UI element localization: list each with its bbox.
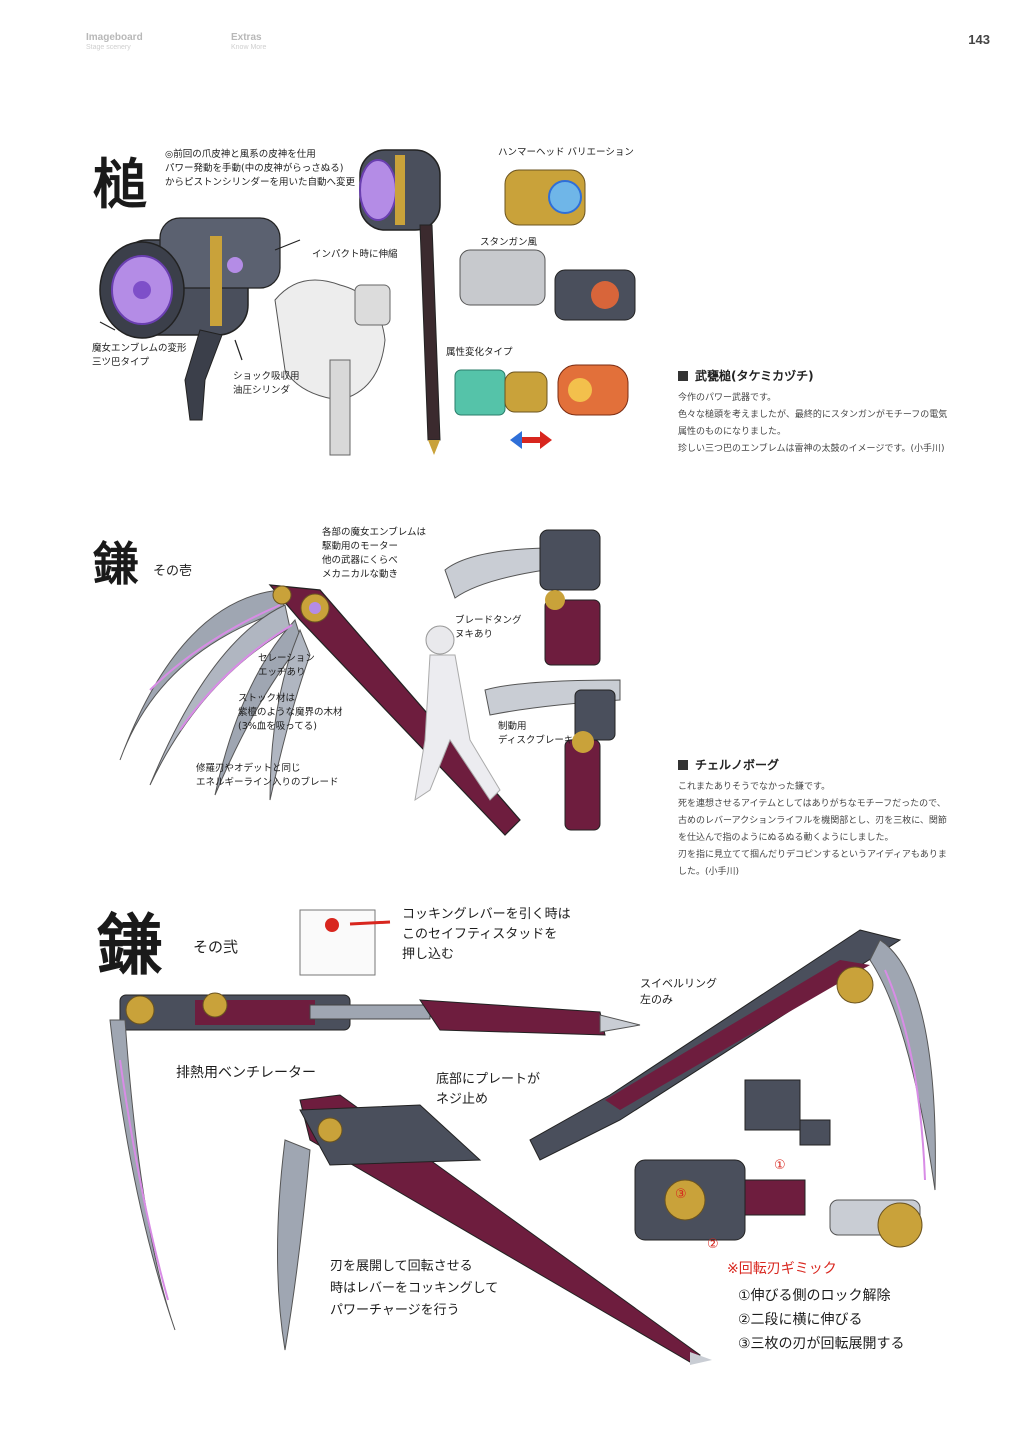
- figure-silhouette: [414, 625, 501, 802]
- header-section-extras: Extras Know More: [231, 32, 266, 52]
- annotation-stock: ストック材は 紫檀のような魔界の木材 (3%血を吸ってる): [238, 693, 343, 732]
- annotation-emblem: 魔女エンブレムの変形 三ツ巴タイプ: [92, 343, 187, 368]
- block-line: した。(小手川): [678, 867, 740, 877]
- annotation-charge: 刃を展開して回転させる 時はレバーをコッキングして パワーチャージを行う: [330, 1259, 499, 1318]
- hammer-main-art: [99, 217, 281, 421]
- hammer-sketch: [274, 279, 391, 456]
- scythe-two-diagonal: [529, 929, 936, 1191]
- scythe-one-detail-bottom: [484, 679, 621, 831]
- page-number: 143: [968, 32, 990, 47]
- annotation-shock: ショック吸収用 油圧シリンダ: [233, 371, 300, 396]
- block-line: これまたありそうでなかった鎌です。: [678, 782, 831, 792]
- header-title: Imageboard: [86, 32, 143, 43]
- gimmick-title: ※回転刃ギミック: [727, 1261, 837, 1277]
- annotation-brake: 制動用 ディスクブレーキ: [498, 721, 574, 746]
- block-title: 武甕槌(タケミカヅチ): [695, 369, 814, 383]
- block-title: チェルノボーグ: [695, 758, 780, 772]
- annotation-serration: セレーション エッヂあり: [258, 653, 315, 678]
- gimmick-step: ①伸びる側のロック解除: [738, 1288, 891, 1304]
- header-title: Extras: [231, 32, 262, 43]
- annotation-motor: 各部の魔女エンブレムは 駆動用のモーター 他の武器にくらべ メカニカルな動き: [322, 527, 427, 580]
- scythe-one-blades: [119, 589, 311, 801]
- header-section-imageboard: Imageboard Stage scenery: [86, 32, 143, 52]
- annotation-plate: 底部にプレートが ネジ止め: [436, 1072, 541, 1107]
- scythe-one-body: [268, 584, 521, 836]
- scythe-two-lower: [277, 1094, 712, 1365]
- bullet-square: [678, 759, 688, 770]
- block-line: 今作のパワー武器です。: [678, 393, 777, 403]
- block-line: 死を連想させるアイテムとしてはありがちなモチーフだったので、: [678, 799, 946, 809]
- text-block-chernobog: チェルノボーグ これまたありそうでなかった鎌です。 死を連想させるアイテムとして…: [678, 756, 978, 881]
- annotation-energy: 修羅刃やオデットと同じ エネルギーライン入りのブレード: [196, 763, 339, 788]
- scythe-one-detail-top: [444, 529, 601, 666]
- block-line: 古めのレバーアクションライフルを機関部とし、刃を三枚に、関節: [678, 816, 947, 826]
- gimmick-step: ③三枚の刃が回転展開する: [738, 1336, 905, 1352]
- section-kanji-scythe-two: 鎌: [97, 906, 163, 984]
- hammer-full-length-art: [359, 149, 441, 455]
- section-kanji-hammer: 槌: [93, 152, 147, 216]
- hammer-head-variations: [454, 169, 636, 449]
- header-subtitle: Know More: [231, 44, 267, 51]
- annotation-impact: インパクト時に伸縮: [312, 249, 398, 260]
- annotation-cocking: コッキングレバーを引く時は このセイフティスタッドを 押し込む: [402, 907, 571, 962]
- annotation-attribute: 属性変化タイプ: [446, 347, 513, 358]
- section-subtitle: その弐: [193, 938, 239, 956]
- block-line: 珍しい三つ巴のエンブレムは雷神の太鼓のイメージです。(小手川): [678, 444, 945, 454]
- scythe-two-safety-detail: [299, 909, 391, 976]
- header-subtitle: Stage scenery: [86, 44, 131, 51]
- annotation-blade-tang: ブレードタング ヌキあり: [455, 615, 522, 640]
- scythe-two-horizontal: [109, 992, 641, 1331]
- block-line: を仕込んで指のようにぬるぬる動くようにしました。: [678, 833, 894, 843]
- gimmick-marker-2: ②: [707, 1237, 719, 1252]
- gimmick-detail-art: [634, 1079, 923, 1248]
- annotation-ventilator: 排熱用ベンチレーター: [176, 1065, 316, 1081]
- annotation-hammer-variation: ハンマーヘッド バリエーション: [498, 147, 634, 158]
- text-block-takemikazuchi: 武甕槌(タケミカヅチ) 今作のパワー武器です。 色々な槌頭を考えましたが、最終的…: [678, 367, 978, 458]
- bullet-square: [678, 370, 688, 381]
- block-line: 刃を指に見立てて掴んだりデコピンするというアイディアもありま: [678, 850, 947, 860]
- section-kanji-scythe-one: 鎌: [93, 537, 139, 591]
- block-line: 属性のものになりました。: [678, 427, 787, 437]
- gimmick-marker-1: ①: [774, 1158, 786, 1173]
- gimmick-step: ②二段に横に伸びる: [738, 1312, 863, 1328]
- section-subtitle: その壱: [153, 564, 193, 579]
- annotation-top: ◎前回の爪皮神と風系の皮神を仕用 パワー発動を手動(中の皮神がらっさぬる) から…: [165, 149, 356, 188]
- block-line: 色々な槌頭を考えましたが、最終的にスタンガンがモチーフの電気: [678, 410, 948, 420]
- annotation-swivel: スイベルリング 左のみ: [640, 977, 717, 1006]
- arrow-annotations: [99, 239, 301, 361]
- annotation-stungun: スタンガン風: [480, 237, 538, 248]
- gimmick-marker-3: ③: [675, 1187, 687, 1202]
